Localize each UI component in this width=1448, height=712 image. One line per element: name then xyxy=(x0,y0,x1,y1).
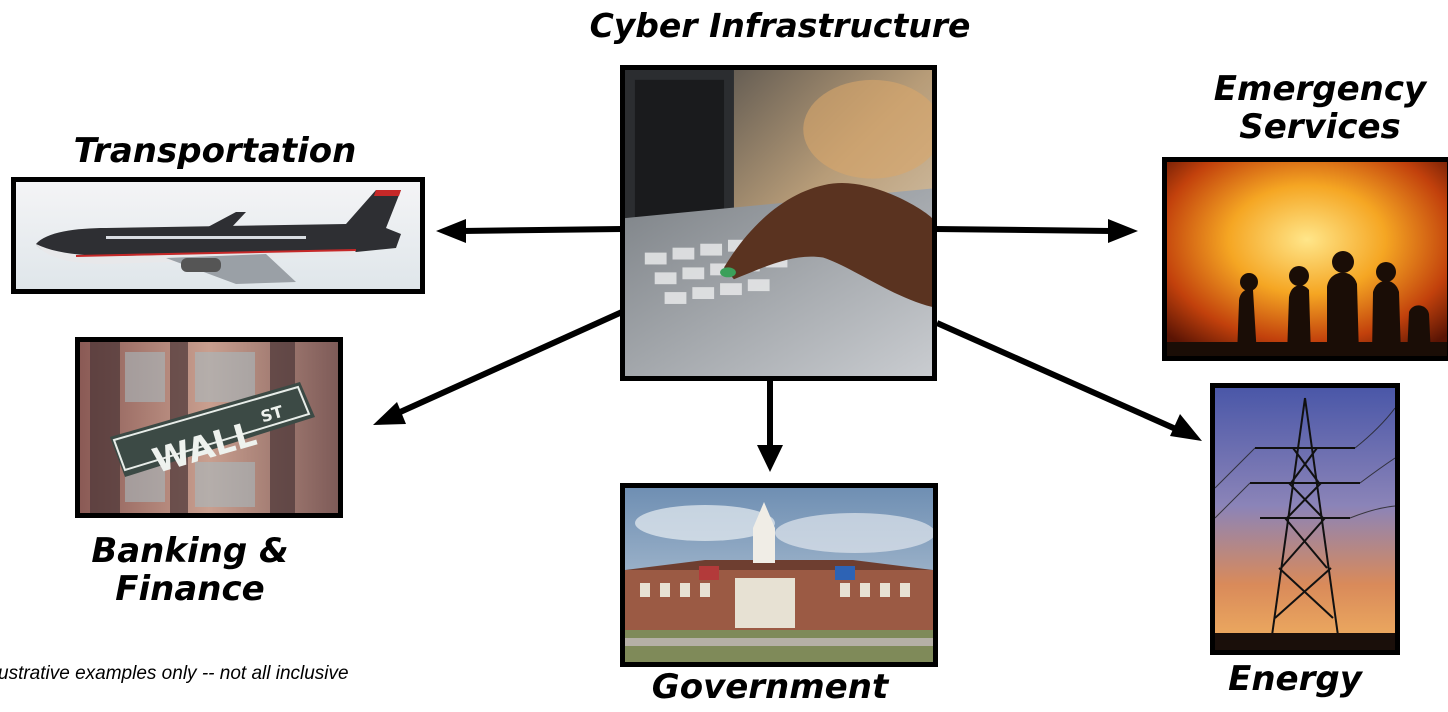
emergency-label-line1: Emergency xyxy=(1213,69,1427,109)
transportation-photo xyxy=(11,177,425,294)
emergency-label-line2: Services xyxy=(1239,107,1401,148)
emergency-photo xyxy=(1162,157,1448,361)
transportation-label: Transportation xyxy=(73,131,357,171)
emergency-label: Emergency Services xyxy=(1170,70,1448,146)
energy-label: Energy xyxy=(1228,659,1362,699)
banking-label: Banking & Finance xyxy=(55,532,325,608)
banking-label-line2: Finance xyxy=(115,569,265,610)
cyber-infrastructure-title: Cyber Infrastructure xyxy=(589,6,971,45)
cyber-infrastructure-photo xyxy=(620,65,937,381)
government-photo xyxy=(620,483,938,667)
arrow-to-transportation xyxy=(461,226,623,234)
arrow-to-emergency xyxy=(934,226,1113,234)
arrow-to-energy xyxy=(935,320,1180,433)
banking-photo: WALL ST xyxy=(75,337,343,518)
arrow-to-banking xyxy=(396,309,624,416)
footnote: ustrative examples only -- not all inclu… xyxy=(0,663,349,684)
government-label: Government xyxy=(651,667,889,707)
energy-photo xyxy=(1210,383,1400,655)
banking-label-line1: Banking & xyxy=(91,531,289,571)
